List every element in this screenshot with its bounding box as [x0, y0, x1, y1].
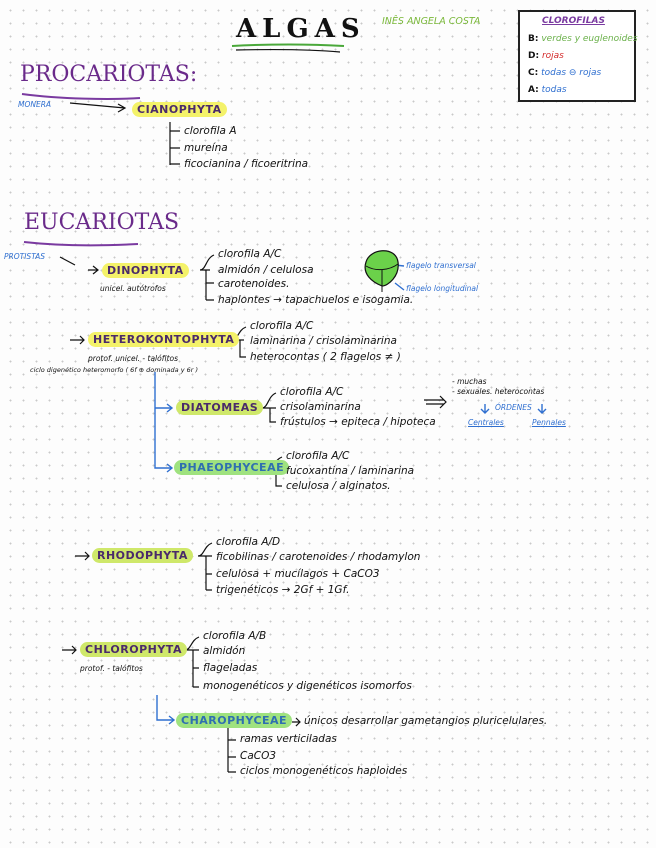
- dinophyta-label: DINOPHYTA: [102, 263, 189, 278]
- heterokontophyta-note: ciclo digenético heteromorfo ( 6f ⊕ domi…: [30, 366, 199, 374]
- legend-row-d: D: rojas: [528, 51, 564, 61]
- charophyceae-label: CHAROPHYCEAE: [176, 713, 293, 728]
- cianophyta-label: CIANOPHYTA: [132, 102, 227, 117]
- protistas-tag: PROTISTAS: [4, 252, 45, 261]
- chlorophyta-item: monogenéticos y digenéticos isomorfos: [203, 680, 412, 692]
- author-name: INÊS ANGELA COSTA: [382, 16, 481, 27]
- dinophyta-item: clorofila A/C: [218, 248, 282, 260]
- heterokontophyta-sub: protof. unicel. - talófitos: [88, 354, 178, 363]
- rhodophyta-item: ficobilinas / carotenoides / rhodamylon: [216, 551, 421, 563]
- legend-row-a: A: todas: [528, 85, 567, 95]
- dinophyta-item: carotenoides.: [218, 278, 290, 290]
- heterokontophyta-item: clorofila A/C: [250, 320, 314, 332]
- pennales-label: Pennales: [532, 418, 566, 427]
- diatomeas-label: DIATOMEAS: [176, 400, 264, 415]
- diatomeas-item: frústulos → epiteca / hipoteca: [280, 416, 436, 428]
- legend-title: CLOROFILAS: [542, 16, 605, 26]
- chlorophyta-label: CHLOROPHYTA: [80, 642, 187, 657]
- phaeophyceae-item: celulosa / alginatos.: [286, 480, 391, 492]
- heterokontophyta-label: HETEROKONTOPHYTA: [88, 332, 240, 347]
- procariotas-heading: PROCARIOTAS:: [20, 62, 198, 87]
- cianophyta-item: mureína: [184, 142, 228, 154]
- rhodophyta-item: clorofila A/D: [216, 536, 281, 548]
- rhodophyta-label: RHODOPHYTA: [92, 548, 193, 563]
- clorofilas-legend: CLOROFILAS B: verdes y euglenoides D: ro…: [518, 10, 638, 102]
- charophyceae-item: ciclos monogenéticos haploides: [240, 765, 408, 777]
- charophyceae-item: ramas verticiladas: [240, 733, 337, 745]
- dinophyta-sub: unicel. autótrofos: [100, 284, 166, 293]
- chlorophyta-item: flageladas: [203, 662, 258, 674]
- chlorophyta-item: almidón: [203, 645, 246, 657]
- diatomeas-item: clorofila A/C: [280, 386, 344, 398]
- phaeophyceae-item: clorofila A/C: [286, 450, 350, 462]
- chlorophyta-item: clorofila A/B: [203, 630, 267, 642]
- diatomeas-item: crisolaminarina: [280, 401, 361, 413]
- monera-tag: MONERA: [18, 100, 52, 109]
- ordenes-label: ÓRDENES: [495, 403, 532, 412]
- cianophyta-item: clorofila A: [184, 125, 237, 137]
- charophyceae-desc: únicos desarrollar gametangios pluricelu…: [304, 715, 548, 727]
- rhodophyta-item: trigenéticos → 2Gf + 1Gf.: [216, 584, 350, 596]
- diatomeas-side-note: - muchas: [452, 377, 487, 386]
- centrales-label: Centrales: [468, 418, 504, 427]
- charophyceae-item: CaCO3: [240, 750, 277, 762]
- dinoflagellate-icon: [364, 250, 399, 292]
- eucariotas-heading: EUCARIOTAS: [24, 210, 180, 235]
- page-title: ALGAS: [236, 14, 366, 44]
- flagelo-transversal-label: flagelo transversal: [406, 261, 476, 270]
- cianophyta-item: ficocianina / ficoeritrina: [184, 158, 309, 170]
- phaeophyceae-label: PHAEOPHYCEAE: [174, 460, 290, 475]
- legend-row-b: B: verdes y euglenoides: [528, 34, 638, 44]
- heterokontophyta-item: laminarina / crisolaminarina: [250, 335, 397, 347]
- phaeophyceae-item: fucoxantina / laminarina: [286, 465, 415, 477]
- heterokontophyta-item: heterocontas ( 2 flagelos ≠ ): [250, 351, 401, 363]
- legend-row-c: C: todas ⊖ rojas: [528, 68, 602, 78]
- dinophyta-item: almidón / celulosa: [218, 264, 314, 276]
- diatomeas-side-note: - sexuales. heterocontas: [452, 387, 545, 396]
- flagelo-longitudinal-label: flagelo longitudinal: [406, 284, 479, 293]
- dinophyta-item: haplontes → tapachuelos e isogamia.: [218, 294, 414, 306]
- rhodophyta-item: celulosa + mucílagos + CaCO3: [216, 568, 380, 580]
- chlorophyta-sub: protof. - talófitos: [80, 664, 143, 673]
